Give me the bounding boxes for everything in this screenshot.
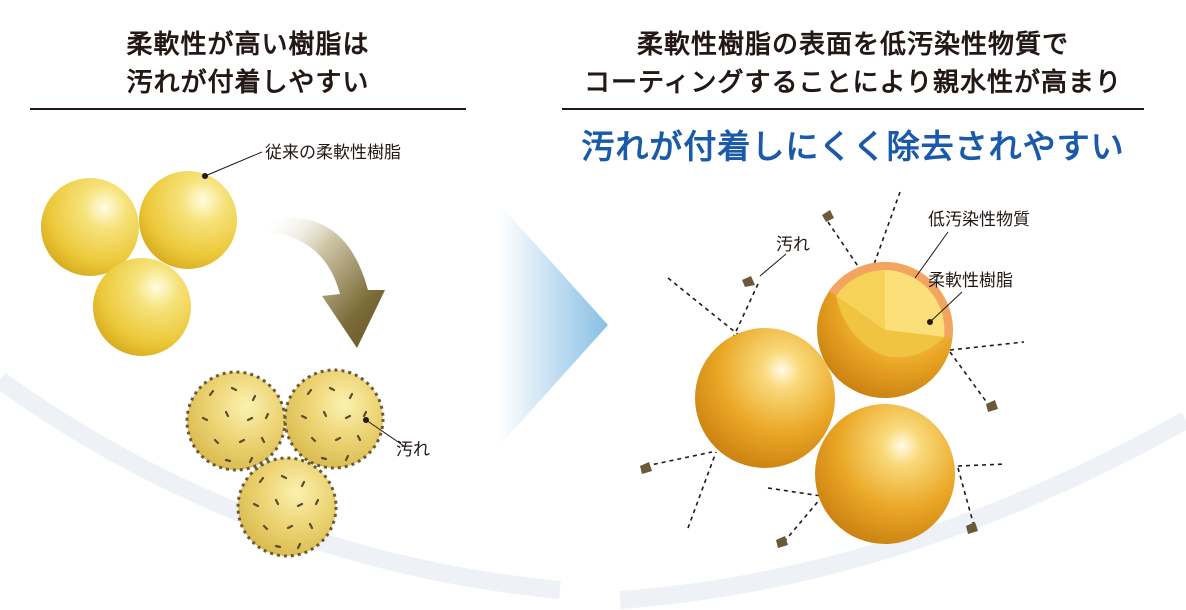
left-heading: 柔軟性が高い樹脂は 汚れが付着しやすい	[30, 26, 466, 102]
leader-line-dirt-left	[365, 419, 405, 447]
conventional-resin-cluster	[41, 171, 237, 356]
right-divider-rule	[562, 108, 1144, 110]
right-heading: 柔軟性樹脂の表面を低汚染性物質で コーティングすることにより親水性が高まり	[560, 26, 1146, 102]
coated-resin-cluster	[695, 261, 955, 544]
resin-ball	[139, 171, 237, 269]
label-conventional-resin: 従来の柔軟性樹脂	[265, 143, 401, 163]
leader-line-low-contamination	[914, 231, 949, 279]
dirt-specks	[201, 386, 368, 550]
result-statement: 汚れが付着しにくく除去されやすい	[581, 127, 1125, 166]
background-arc-right	[619, 412, 1186, 609]
leader-dot	[927, 319, 933, 325]
label-low-contamination-substance: 低汚染性物質	[928, 210, 1030, 230]
leader-dot	[202, 173, 208, 179]
divider-arrow-icon	[500, 205, 608, 445]
dirty-ball	[236, 456, 338, 558]
right-heading-line1: 柔軟性樹脂の表面を低汚染性物質で	[636, 30, 1069, 60]
label-dirt-right: 汚れ	[776, 235, 810, 255]
label-dirt-left: 汚れ	[396, 440, 430, 460]
label-soft-resin: 柔軟性樹脂	[928, 271, 1013, 291]
coated-ball	[695, 328, 835, 468]
leader-line-conventional	[204, 151, 263, 177]
dirt-particles	[640, 210, 998, 548]
leader-dot	[363, 417, 369, 423]
coated-ball	[815, 404, 955, 544]
left-divider-rule	[30, 108, 466, 110]
left-heading-line1: 柔軟性が高い樹脂は	[126, 30, 370, 60]
resin-core	[836, 296, 944, 358]
leader-line-soft-resin	[929, 291, 963, 323]
leader-line-dirt-right	[759, 253, 787, 277]
right-heading-line2: コーティングすることにより親水性が高まり	[584, 68, 1122, 98]
resin-ball	[41, 178, 139, 276]
dirty-ball	[185, 370, 287, 472]
resin-core	[836, 270, 885, 330]
dirty-ball	[283, 368, 385, 470]
dirty-resin-cluster	[185, 368, 385, 558]
curved-arrow-icon	[268, 217, 385, 348]
resin-ball	[93, 258, 191, 356]
left-heading-line2: 汚れが付着しやすい	[126, 68, 370, 98]
